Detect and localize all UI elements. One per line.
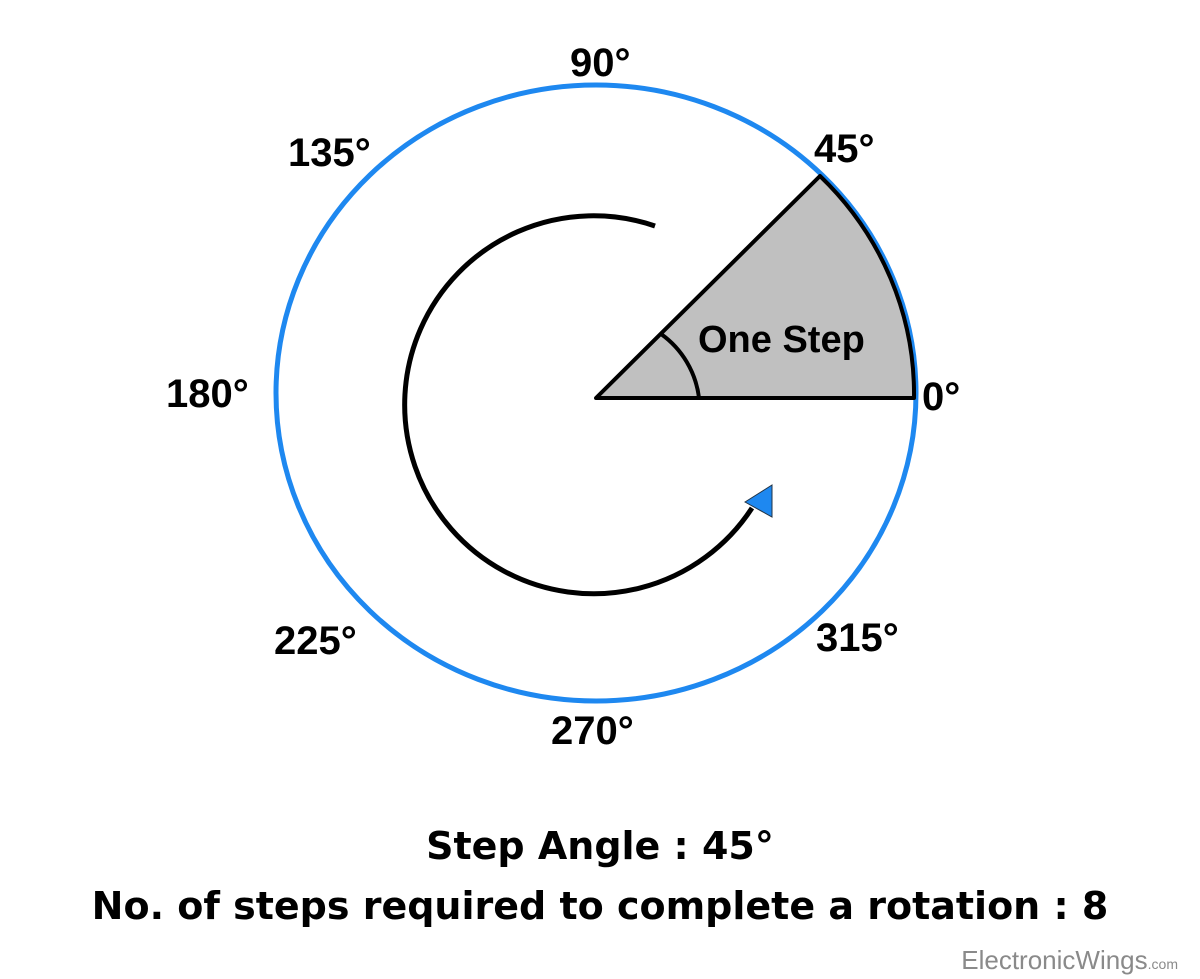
angle-label-270: 270°	[551, 709, 634, 753]
step-angle-caption: Step Angle : 45°	[426, 824, 774, 868]
angle-label-225: 225°	[274, 619, 357, 663]
angle-label-135: 135°	[288, 131, 371, 175]
angle-label-45: 45°	[814, 127, 875, 171]
one-step-sector	[594, 174, 917, 400]
angle-label-0: 0°	[922, 375, 960, 419]
steps-required-caption: No. of steps required to complete a rota…	[91, 884, 1109, 928]
watermark: ElectronicWings.com	[961, 945, 1178, 976]
arrow-head-icon	[744, 484, 773, 518]
rotation-direction-arc	[402, 213, 755, 597]
angle-label-315: 315°	[816, 616, 899, 660]
angle-arc	[659, 332, 701, 399]
watermark-brand: ElectronicWings	[961, 945, 1148, 975]
watermark-suffix: .com	[1147, 956, 1178, 972]
angle-label-180: 180°	[166, 372, 249, 416]
angle-label-90: 90°	[570, 41, 631, 85]
sector-label: One Step	[698, 319, 865, 361]
